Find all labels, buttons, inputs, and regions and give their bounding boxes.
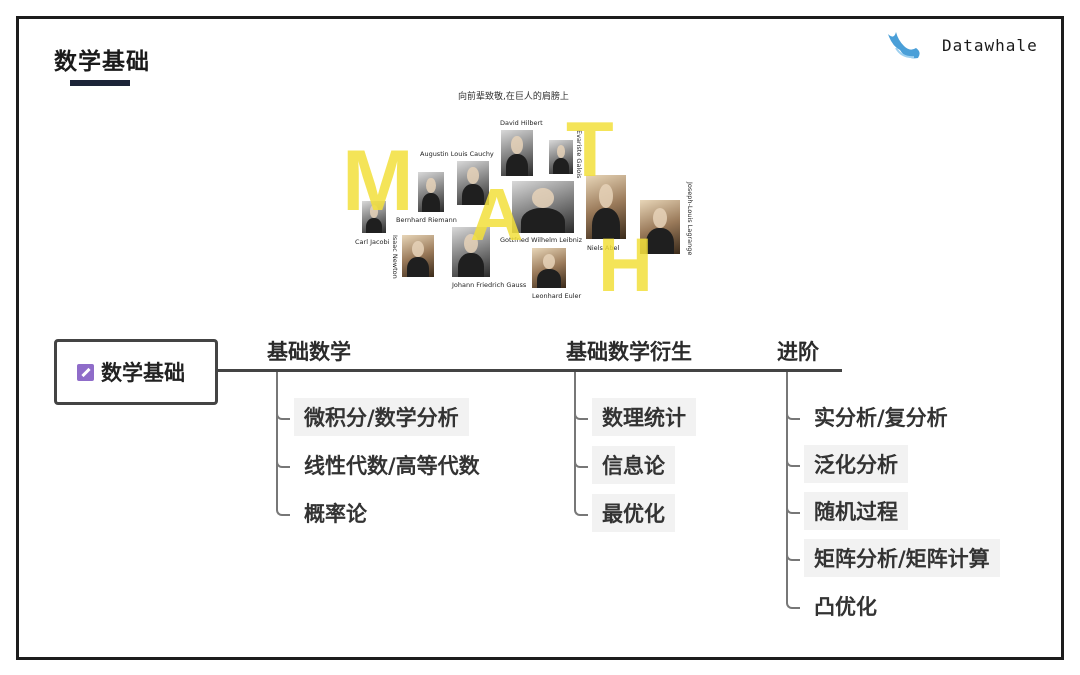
connector-hook: [786, 408, 800, 420]
leaf-convex-optimization[interactable]: 凸优化: [814, 595, 877, 619]
name-hilbert: David Hilbert: [500, 119, 543, 127]
portrait-abel: [586, 175, 626, 239]
branch-derived-math[interactable]: 基础数学衍生: [566, 340, 692, 364]
connector-hook: [786, 502, 800, 514]
root-label: 数学基础: [101, 361, 185, 385]
connector-hook: [574, 456, 588, 468]
main-connector: [218, 369, 842, 372]
portrait-leibniz: [512, 181, 574, 233]
name-lagrange: Joseph-Louis Lagrange: [686, 182, 694, 256]
leaf-stochastic-process[interactable]: 随机过程: [804, 492, 908, 530]
portrait-hilbert: [501, 130, 533, 176]
connector-hook: [786, 455, 800, 467]
whale-logo-icon: [888, 32, 920, 59]
page-title: 数学基础: [54, 49, 150, 75]
collage-caption: 向前辈致敬,在巨人的肩膀上: [458, 92, 569, 102]
portrait-jacobi: [362, 201, 386, 233]
portrait-galois: [549, 140, 573, 174]
portrait-lagrange: [640, 200, 680, 254]
connector-hook: [574, 408, 588, 420]
name-abel: Niels Abel: [587, 244, 620, 252]
leaf-linear-algebra[interactable]: 线性代数/高等代数: [304, 454, 480, 478]
math-letter-t: T: [566, 105, 614, 193]
connector-hook: [276, 408, 290, 420]
connector-advanced: [786, 372, 788, 598]
leaf-statistics[interactable]: 数理统计: [592, 398, 696, 436]
math-letter-a: A: [470, 173, 524, 256]
connector-hook: [574, 504, 588, 516]
name-euler: Leonhard Euler: [532, 292, 582, 300]
name-gauss: Johann Friedrich Gauss: [452, 281, 527, 289]
portrait-cauchy: [457, 161, 489, 205]
name-riemann: Bernhard Riemann: [396, 216, 457, 224]
brand-name: Datawhale: [942, 36, 1038, 55]
connector-derived-math: [574, 372, 576, 504]
math-letter-m: M: [342, 133, 414, 229]
leaf-generalization-analysis[interactable]: 泛化分析: [804, 445, 908, 483]
name-cauchy: Augustin Louis Cauchy: [420, 150, 494, 158]
portrait-newton: [402, 235, 434, 277]
portrait-gauss: [452, 227, 490, 277]
connector-hook: [276, 504, 290, 516]
connector-hook: [786, 549, 800, 561]
leaf-calculus[interactable]: 微积分/数学分析: [294, 398, 469, 436]
connector-basic-math: [276, 372, 278, 504]
root-node[interactable]: 数学基础: [54, 339, 218, 405]
connector-hook: [786, 597, 800, 609]
name-leibniz: Gottfried Wilhelm Leibniz: [500, 236, 583, 244]
edit-note-icon: [77, 363, 94, 381]
connector-hook: [276, 456, 290, 468]
name-jacobi: Carl Jacobi: [355, 238, 390, 246]
math-letter-h: H: [598, 223, 653, 308]
leaf-information-theory[interactable]: 信息论: [592, 446, 675, 484]
name-newton: Isaac Newton: [391, 235, 399, 279]
portrait-riemann: [418, 172, 444, 212]
portrait-euler: [532, 248, 566, 288]
leaf-probability[interactable]: 概率论: [304, 502, 367, 526]
branch-advanced[interactable]: 进阶: [777, 340, 819, 364]
leaf-real-complex-analysis[interactable]: 实分析/复分析: [814, 406, 948, 430]
leaf-matrix-analysis[interactable]: 矩阵分析/矩阵计算: [804, 539, 1000, 577]
branch-basic-math[interactable]: 基础数学: [267, 340, 351, 364]
leaf-optimization[interactable]: 最优化: [592, 494, 675, 532]
title-underline: [70, 80, 130, 86]
